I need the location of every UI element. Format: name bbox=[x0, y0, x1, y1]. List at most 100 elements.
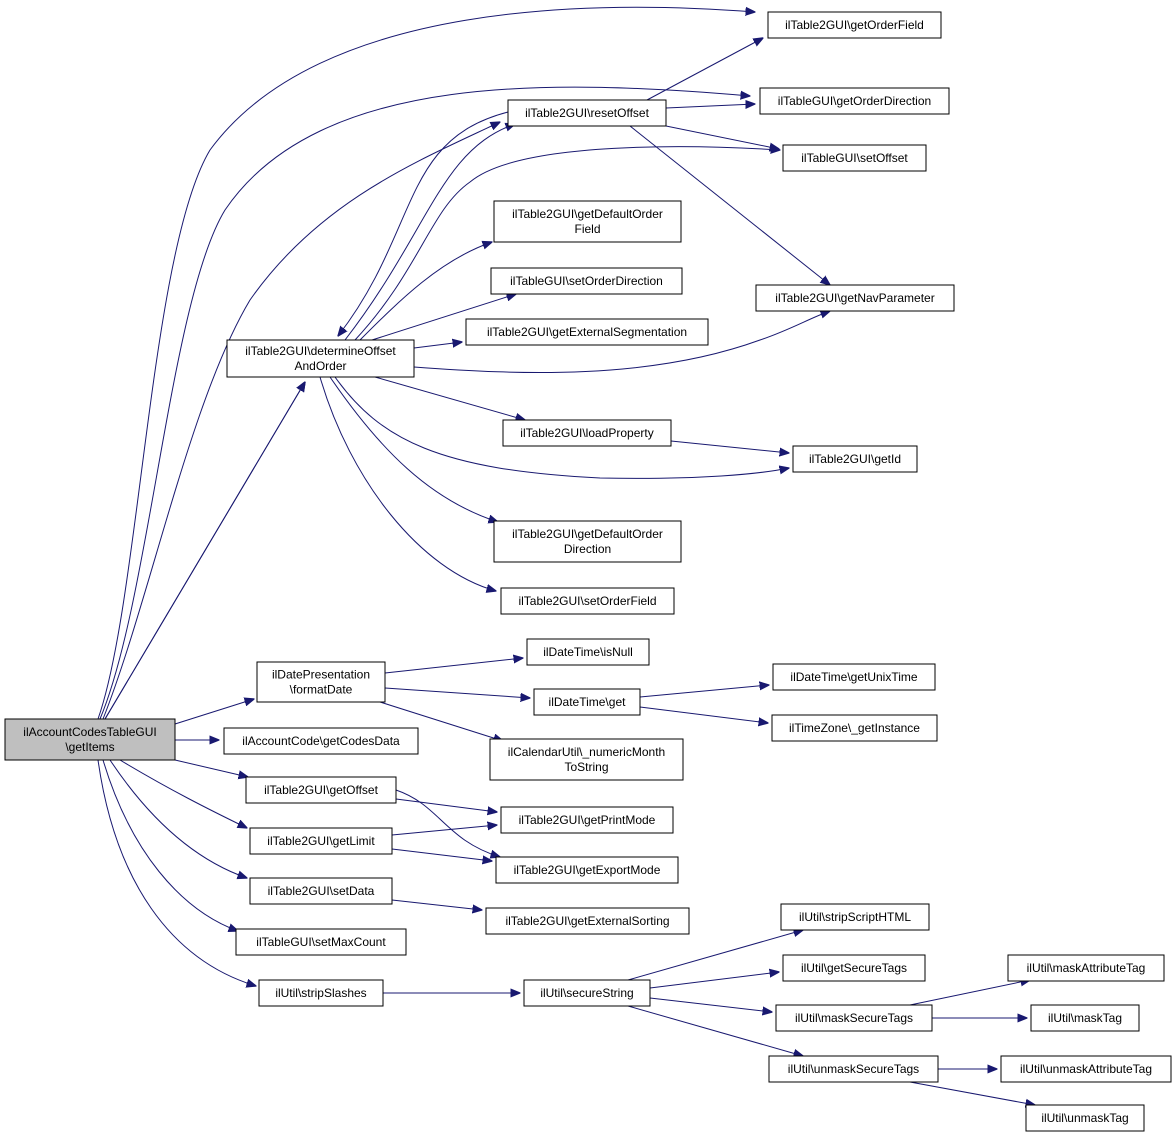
node-label-line: ilUtil\maskTag bbox=[1048, 1011, 1122, 1025]
node-label-line: ilTable2GUI\setData bbox=[268, 884, 375, 898]
edge-resetOffset-to-getOrderDirection bbox=[665, 104, 755, 108]
node-label-line: ilDateTime\get bbox=[549, 695, 627, 709]
node-setMaxCount[interactable]: ilTableGUI\setMaxCount bbox=[235, 928, 407, 956]
node-getExternalSegmentation[interactable]: ilTable2GUI\getExternalSegmentation bbox=[465, 318, 709, 346]
edge-maskSecureTags-to-maskAttributeTag bbox=[909, 980, 1030, 1006]
node-stripSlashes[interactable]: ilUtil\stripSlashes bbox=[258, 979, 384, 1007]
node-getOrderField[interactable]: ilTable2GUI\getOrderField bbox=[767, 11, 942, 39]
node-getOrderDirection[interactable]: ilTableGUI\getOrderDirection bbox=[759, 87, 950, 115]
edge-root-to-determineOffsetAndOrder bbox=[104, 382, 305, 720]
node-unmaskTag[interactable]: ilUtil\unmaskTag bbox=[1025, 1104, 1145, 1132]
edge-getLimit-to-getExportMode bbox=[391, 848, 492, 861]
node-box bbox=[1000, 1055, 1172, 1083]
edge-root-to-getLimit bbox=[119, 759, 247, 828]
node-setOrderField[interactable]: ilTable2GUI\setOrderField bbox=[500, 587, 675, 615]
node-box bbox=[782, 954, 926, 982]
node-box bbox=[792, 445, 918, 473]
node-label-line: ilTableGUI\setOffset bbox=[801, 151, 908, 165]
node-setOrderDirection[interactable]: ilTableGUI\setOrderDirection bbox=[490, 267, 683, 295]
node-maskTag[interactable]: ilUtil\maskTag bbox=[1030, 1004, 1140, 1032]
node-label-line: ilUtil\maskAttributeTag bbox=[1027, 961, 1146, 975]
node-label-line: ilTableGUI\setMaxCount bbox=[256, 935, 386, 949]
edge-formatDate-to-numericMonthToString bbox=[379, 701, 503, 741]
node-getPrintMode[interactable]: ilTable2GUI\getPrintMode bbox=[500, 806, 674, 834]
edge-resetOffset-to-getNavParameter bbox=[629, 125, 830, 285]
node-box bbox=[495, 856, 679, 884]
node-getId[interactable]: ilTable2GUI\getId bbox=[792, 445, 918, 473]
node-box bbox=[782, 144, 927, 172]
node-box bbox=[780, 903, 930, 931]
node-box bbox=[533, 688, 641, 716]
edge-root-to-formatDate bbox=[174, 699, 254, 725]
node-stripScriptHTML[interactable]: ilUtil\stripScriptHTML bbox=[780, 903, 930, 931]
node-getNavParameter[interactable]: ilTable2GUI\getNavParameter bbox=[755, 284, 955, 312]
node-label-line: ilUtil\stripScriptHTML bbox=[799, 910, 911, 924]
node-label-line: \getItems bbox=[65, 740, 114, 754]
edge-determineOffsetAndOrder-to-setOrderField bbox=[319, 376, 496, 591]
node-unmaskSecureTags[interactable]: ilUtil\unmaskSecureTags bbox=[768, 1055, 939, 1083]
node-getInstance[interactable]: ilTimeZone\_getInstance bbox=[771, 714, 938, 742]
node-getOffset[interactable]: ilTable2GUI\getOffset bbox=[245, 776, 397, 804]
node-label-line: ilTable2GUI\getDefaultOrder bbox=[512, 207, 663, 221]
node-unmaskAttributeTag[interactable]: ilUtil\unmaskAttributeTag bbox=[1000, 1055, 1172, 1083]
node-label-line: ilAccountCode\getCodesData bbox=[242, 734, 400, 748]
edge-determineOffsetAndOrder-to-getExternalSegmentation bbox=[413, 342, 462, 349]
node-label-line: ilTableGUI\setOrderDirection bbox=[510, 274, 663, 288]
node-getExternalSorting[interactable]: ilTable2GUI\getExternalSorting bbox=[485, 907, 690, 935]
edge-root-to-getOrderField bbox=[97, 7, 755, 720]
edge-getOffset-to-getPrintMode bbox=[395, 798, 497, 812]
node-maskAttributeTag[interactable]: ilUtil\maskAttributeTag bbox=[1007, 954, 1165, 982]
node-box bbox=[767, 11, 942, 39]
node-box bbox=[500, 806, 674, 834]
edge-getLimit-to-getPrintMode bbox=[391, 825, 497, 836]
node-isNull[interactable]: ilDateTime\isNull bbox=[526, 638, 650, 666]
node-resetOffset[interactable]: ilTable2GUI\resetOffset bbox=[507, 99, 667, 127]
node-box bbox=[759, 87, 950, 115]
node-setData[interactable]: ilTable2GUI\setData bbox=[249, 877, 393, 905]
node-secureString[interactable]: ilUtil\secureString bbox=[523, 979, 651, 1007]
edge-formatDate-to-isNull bbox=[384, 658, 523, 674]
edge-root-to-setMaxCount bbox=[102, 759, 238, 931]
edge-determineOffsetAndOrder-to-getId bbox=[334, 376, 789, 479]
node-box bbox=[4, 718, 176, 761]
node-label-line: ilUtil\unmaskTag bbox=[1041, 1111, 1128, 1125]
edge-secureString-to-maskSecureTags bbox=[649, 997, 772, 1012]
edge-determineOffsetAndOrder-to-setOffset bbox=[354, 147, 780, 341]
node-setOffset[interactable]: ilTableGUI\setOffset bbox=[782, 144, 927, 172]
node-formatDate[interactable]: ilDatePresentation\formatDate bbox=[256, 661, 386, 703]
node-box bbox=[1025, 1104, 1145, 1132]
node-loadProperty[interactable]: ilTable2GUI\loadProperty bbox=[502, 419, 672, 447]
node-box bbox=[1030, 1004, 1140, 1032]
node-box bbox=[223, 727, 419, 755]
node-box bbox=[493, 200, 682, 243]
node-label-line: ilTable2GUI\getExternalSegmentation bbox=[487, 325, 687, 339]
node-label-line: ilDatePresentation bbox=[272, 668, 370, 682]
node-getUnixTime[interactable]: ilDateTime\getUnixTime bbox=[772, 663, 936, 691]
node-getCodesData[interactable]: ilAccountCode\getCodesData bbox=[223, 727, 419, 755]
node-getSecureTags[interactable]: ilUtil\getSecureTags bbox=[782, 954, 926, 982]
edge-root-to-stripSlashes bbox=[97, 759, 256, 986]
node-label-line: ilAccountCodesTableGUI bbox=[23, 725, 156, 739]
node-box bbox=[485, 907, 690, 935]
node-getExportMode[interactable]: ilTable2GUI\getExportMode bbox=[495, 856, 679, 884]
node-label-line: ilCalendarUtil\_numericMonth bbox=[508, 745, 665, 759]
node-label-line: ilTable2GUI\getPrintMode bbox=[519, 813, 656, 827]
edge-root-to-setData bbox=[109, 759, 247, 878]
node-get[interactable]: ilDateTime\get bbox=[533, 688, 641, 716]
edge-determineOffsetAndOrder-to-setOrderDirection bbox=[371, 294, 516, 341]
edge-determineOffsetAndOrder-to-getNavParameter bbox=[413, 311, 830, 374]
node-label-line: ilTable2GUI\getOrderField bbox=[785, 18, 924, 32]
node-label-line: ilUtil\unmaskSecureTags bbox=[788, 1062, 919, 1076]
node-maskSecureTags[interactable]: ilUtil\maskSecureTags bbox=[775, 1004, 933, 1032]
node-getLimit[interactable]: ilTable2GUI\getLimit bbox=[249, 827, 393, 855]
node-label-line: ilTable2GUI\getNavParameter bbox=[775, 291, 934, 305]
edge-root-to-getOffset bbox=[174, 759, 248, 777]
node-label-line: ilTable2GUI\getExternalSorting bbox=[505, 914, 669, 928]
edge-formatDate-to-get bbox=[384, 687, 530, 698]
edge-setData-to-getExternalSorting bbox=[391, 899, 482, 910]
